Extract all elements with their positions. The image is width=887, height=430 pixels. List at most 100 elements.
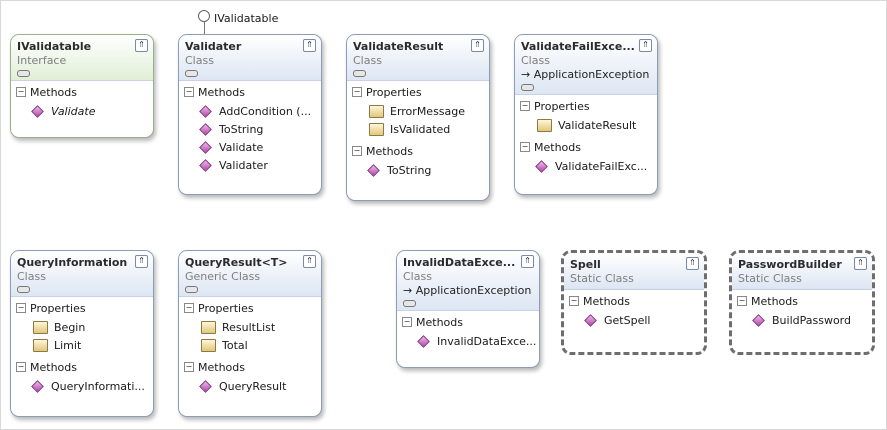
shape-validateresult[interactable]: ValidateResult Class ⇑ −Properties Error… [346,34,490,201]
shape-queryinformation[interactable]: QueryInformation Class ⇑ −Properties Beg… [10,250,154,417]
method-item[interactable]: QueryResult [179,378,321,396]
property-icon [201,338,216,352]
expand-pill-icon[interactable] [521,84,534,91]
collapse-chevron-icon[interactable]: ⇑ [686,257,699,270]
expand-pill-icon[interactable] [185,70,198,77]
collapse-minus-icon[interactable]: − [16,362,26,372]
collapse-minus-icon[interactable]: − [352,87,362,97]
method-item[interactable]: BuildPassword [732,312,872,330]
methods-section: −Methods Validate [11,81,153,124]
property-item[interactable]: ErrorMessage [347,103,489,121]
collapse-minus-icon[interactable]: − [520,101,530,111]
shape-kind: Interface [17,54,67,67]
collapse-chevron-icon[interactable]: ⇑ [854,257,867,270]
property-item[interactable]: Total [179,337,321,355]
property-item[interactable]: ResultList [179,319,321,337]
method-item[interactable]: InvalidDataExce... [397,333,539,351]
method-item[interactable]: ValidateFailExc... [515,158,657,176]
section-header-methods[interactable]: −Methods [184,361,245,374]
section-header-methods[interactable]: −Methods [737,295,798,308]
methods-section: −Methods ValidateFailExc... [515,138,657,179]
expand-pill-icon[interactable] [353,70,366,77]
expand-pill-icon[interactable] [17,286,30,293]
method-icon [199,379,212,393]
shape-queryresult[interactable]: QueryResult<T> Generic Class ⇑ −Properti… [178,250,322,417]
collapse-minus-icon[interactable]: − [737,296,747,306]
section-header-properties[interactable]: −Properties [16,302,86,315]
method-item[interactable]: QueryInformati... [11,378,153,396]
property-item[interactable]: Begin [11,319,153,337]
shape-header: ValidateResult Class ⇑ [347,35,489,81]
collapse-chevron-icon[interactable]: ⇑ [521,255,534,268]
method-icon [584,313,597,327]
method-item[interactable]: ToString [179,121,321,139]
method-item[interactable]: Validate [11,103,153,121]
shape-spell[interactable]: Spell Static Class ⇑ −Methods GetSpell [561,250,707,355]
properties-section: −Properties Begin Limit [11,297,153,358]
method-icon [31,104,44,118]
property-item[interactable]: IsValidated [347,121,489,139]
method-item[interactable]: Validater [179,157,321,175]
section-header-methods[interactable]: −Methods [352,145,413,158]
methods-section: −Methods InvalidDataExce... [397,311,539,354]
methods-section: −Methods BuildPassword [732,290,872,333]
section-header-methods[interactable]: −Methods [16,361,77,374]
shape-header: Validater Class ⇑ [179,35,321,81]
method-item[interactable]: AddCondition (... [179,103,321,121]
collapse-chevron-icon[interactable]: ⇑ [303,255,316,268]
shape-title: IValidatable [17,40,92,53]
section-header-properties[interactable]: −Properties [520,100,590,113]
shape-validatefailexception[interactable]: ValidateFailExce... Class → ApplicationE… [514,34,658,195]
shape-invaliddataexception[interactable]: InvalidDataExce... Class → ApplicationEx… [396,250,540,368]
collapse-minus-icon[interactable]: − [402,317,412,327]
collapse-chevron-icon[interactable]: ⇑ [471,39,484,52]
collapse-minus-icon[interactable]: − [184,87,194,97]
expand-pill-icon[interactable] [185,286,198,293]
lollipop-label: IValidatable [214,12,279,25]
shape-kind: Static Class [570,272,634,285]
expand-pill-icon[interactable] [403,300,416,307]
collapse-chevron-icon[interactable]: ⇑ [135,255,148,268]
method-item[interactable]: ToString [347,162,489,180]
collapse-minus-icon[interactable]: − [352,146,362,156]
properties-section: −Properties ResultList Total [179,297,321,358]
collapse-chevron-icon[interactable]: ⇑ [303,39,316,52]
section-header-methods[interactable]: −Methods [402,316,463,329]
method-item[interactable]: Validate [179,139,321,157]
shape-title: PasswordBuilder [738,258,842,271]
collapse-minus-icon[interactable]: − [16,303,26,313]
collapse-chevron-icon[interactable]: ⇑ [639,39,652,52]
shape-ivalidatable[interactable]: IValidatable Interface ⇑ −Methods Valida… [10,34,154,138]
collapse-chevron-icon[interactable]: ⇑ [135,39,148,52]
shape-kind: Class [17,270,46,283]
expand-pill-icon[interactable] [17,70,30,77]
shape-validater[interactable]: Validater Class ⇑ −Methods AddCondition … [178,34,322,195]
properties-section: −Properties ValidateResult [515,95,657,138]
collapse-minus-icon[interactable]: − [16,87,26,97]
property-icon [369,122,384,136]
section-header-methods[interactable]: −Methods [16,86,77,99]
section-header-methods[interactable]: −Methods [569,295,630,308]
section-header-methods[interactable]: −Methods [184,86,245,99]
method-item[interactable]: GetSpell [564,312,704,330]
section-header-methods[interactable]: −Methods [520,141,581,154]
section-header-properties[interactable]: −Properties [184,302,254,315]
collapse-minus-icon[interactable]: − [520,142,530,152]
base-class-label: → ApplicationException [403,284,532,297]
methods-section: −Methods GetSpell [564,290,704,333]
property-item[interactable]: ValidateResult [515,117,657,135]
collapse-minus-icon[interactable]: − [184,362,194,372]
property-item[interactable]: Limit [11,337,153,355]
shape-header: QueryResult<T> Generic Class ⇑ [179,251,321,297]
shape-kind: Class [185,54,214,67]
collapse-minus-icon[interactable]: − [569,296,579,306]
methods-section: −Methods QueryInformati... [11,358,153,399]
section-header-properties[interactable]: −Properties [352,86,422,99]
shape-header: IValidatable Interface ⇑ [11,35,153,81]
collapse-minus-icon[interactable]: − [184,303,194,313]
property-icon [369,104,384,118]
shape-passwordbuilder[interactable]: PasswordBuilder Static Class ⇑ −Methods … [729,250,875,355]
shape-title: ValidateResult [353,40,444,53]
shape-header: Spell Static Class ⇑ [564,253,704,290]
shape-kind: Class [521,54,550,67]
